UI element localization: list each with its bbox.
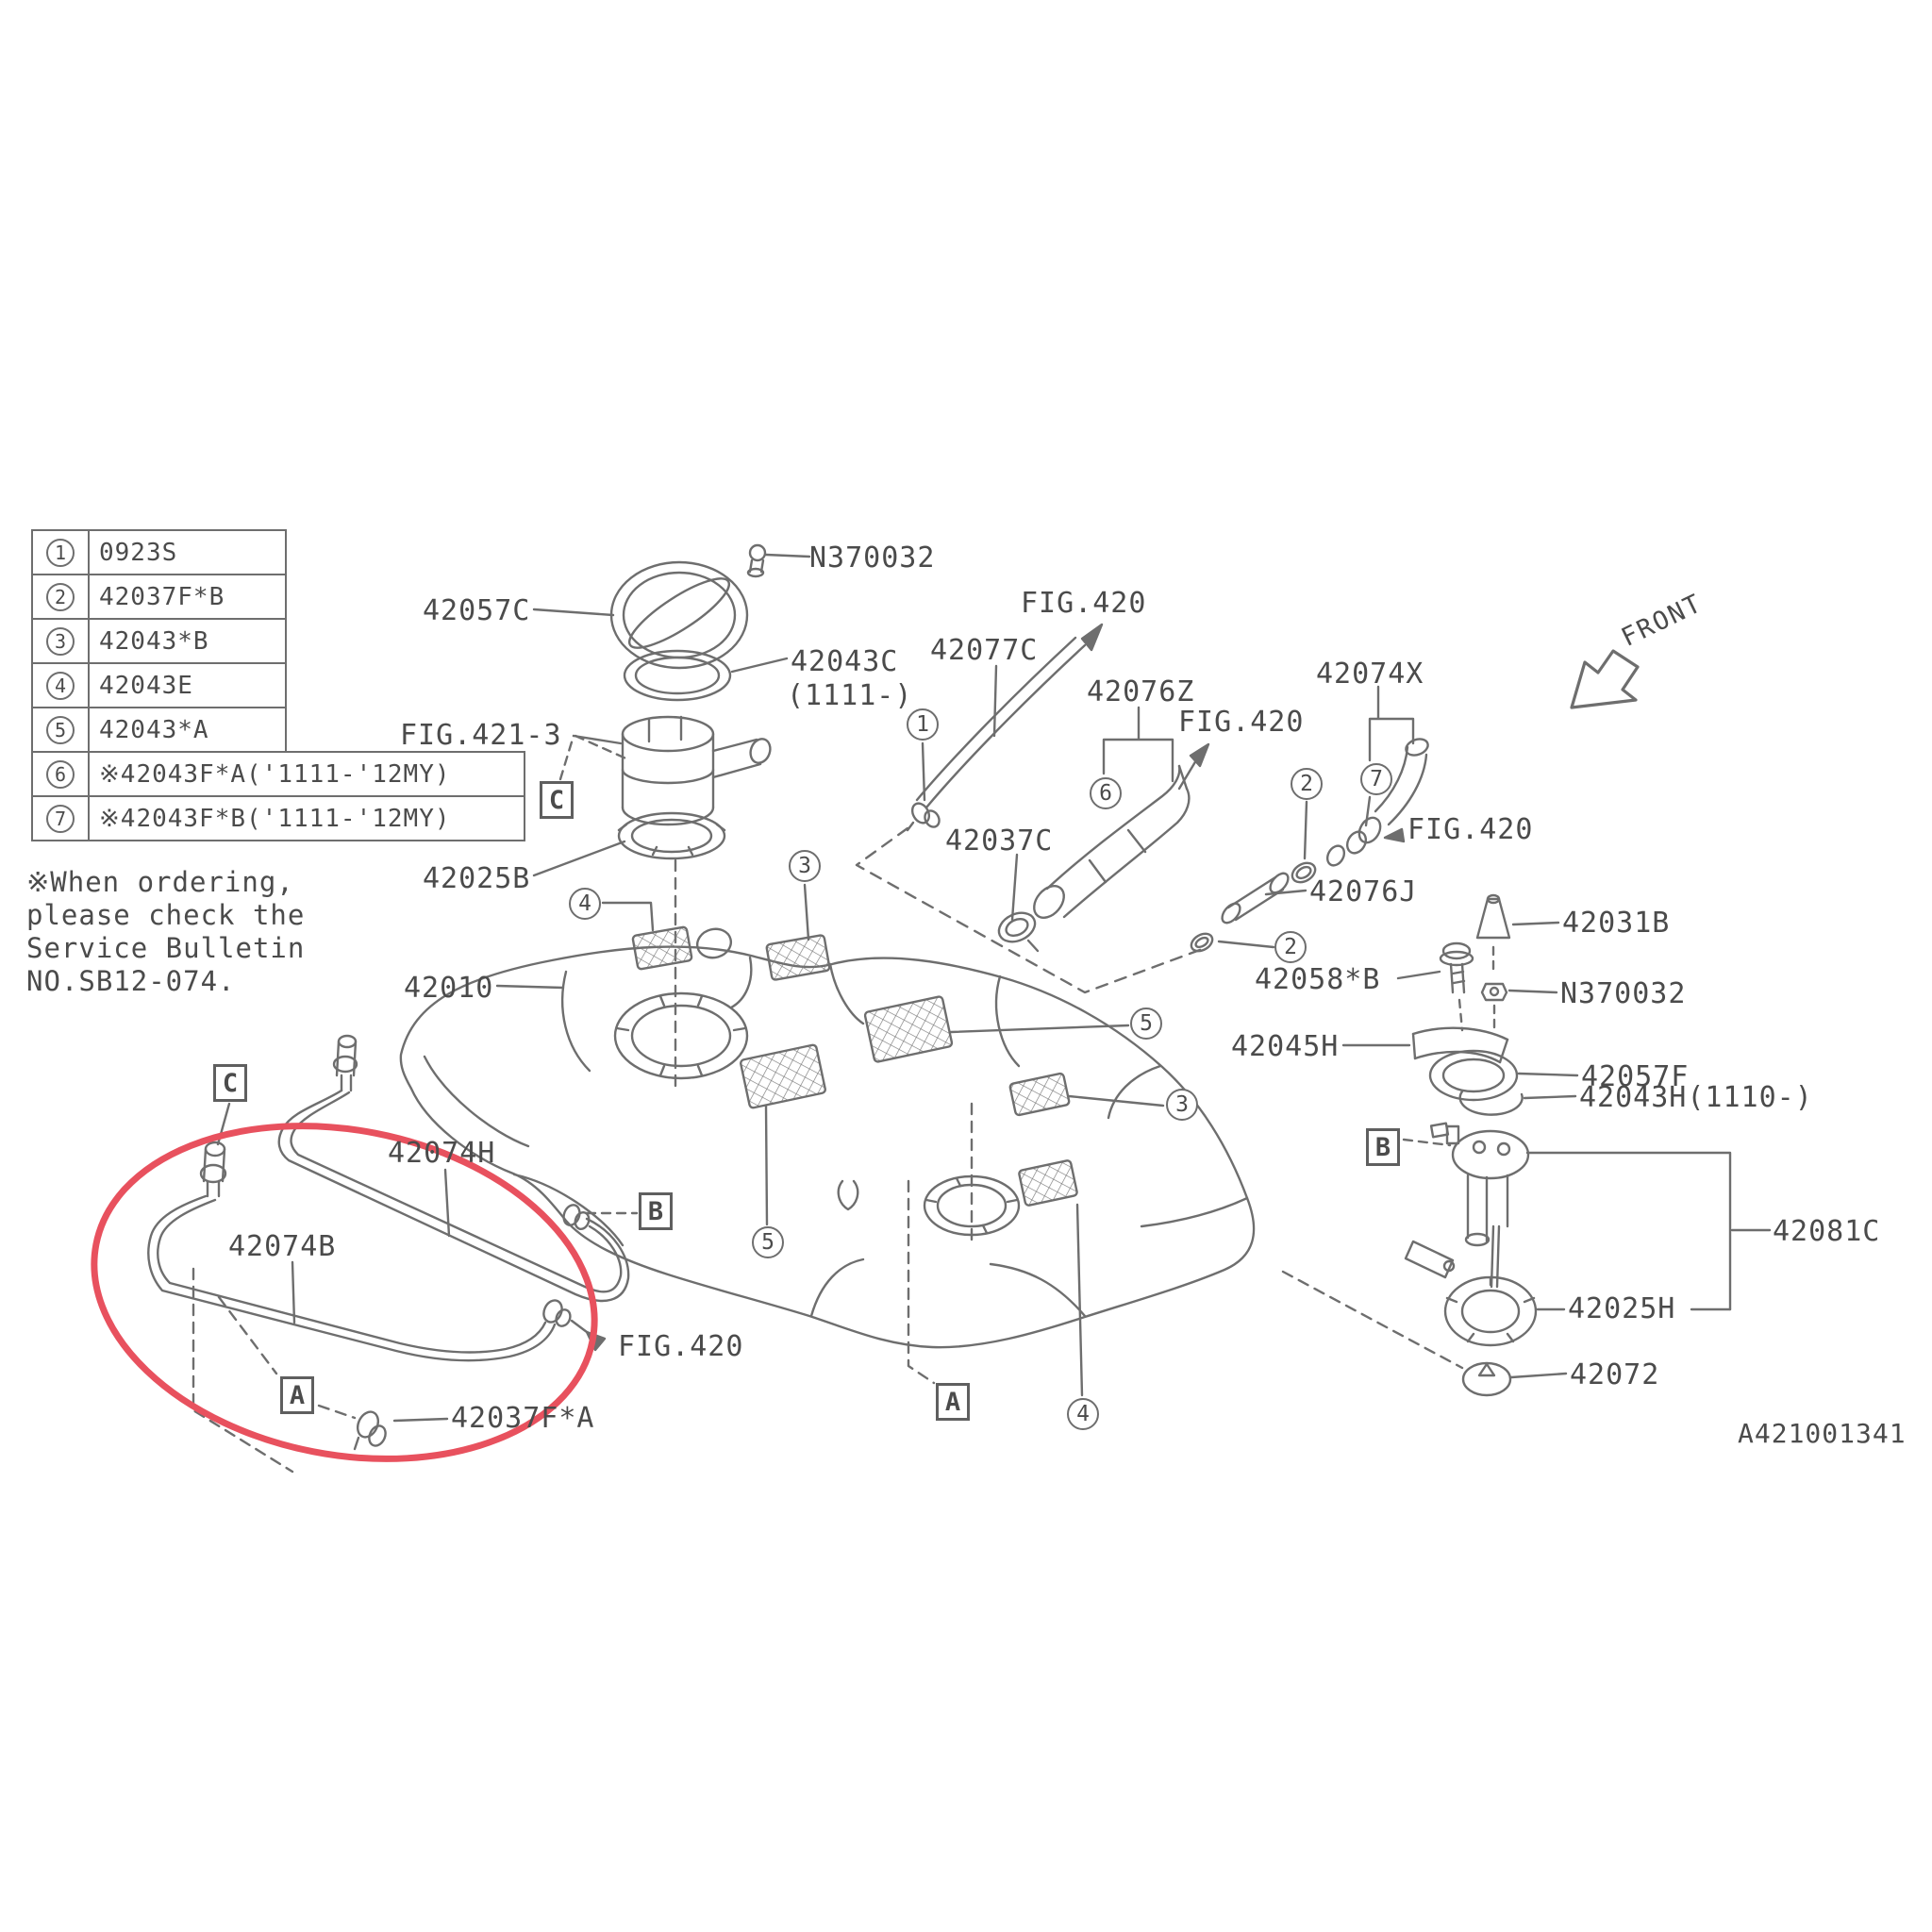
fig-ref-420-right: FIG.420: [1407, 813, 1534, 846]
legend-part-number: 42043*A: [99, 715, 209, 744]
part-label-42081c: 42081C: [1773, 1215, 1881, 1248]
legend-part-number: 42043*B: [99, 626, 209, 656]
ordering-note: ※When ordering, please check the Service…: [26, 866, 305, 998]
legend-item-number: 4: [46, 671, 75, 700]
part-label-42037fa: 42037F*A: [451, 1402, 595, 1435]
note-line: please check the: [26, 899, 306, 931]
fuel-tank-drawing: [399, 925, 1256, 1349]
part-label-n370032-top: N370032: [809, 541, 936, 575]
callout-circle-7: 7: [1360, 763, 1392, 795]
part-label-42077c: 42077C: [930, 634, 1039, 667]
legend-item-number: 5: [46, 715, 75, 744]
part-label-42057f: 42057F: [1581, 1060, 1690, 1093]
drawing-code: A421001341: [1738, 1418, 1907, 1449]
legend-row: 4 42043E: [31, 662, 287, 708]
routing-dashes: [855, 826, 1209, 1385]
legend-part-number: 42037F*B: [99, 582, 225, 611]
part-label-42074b: 42074B: [228, 1230, 337, 1263]
fig-ref-420-top: FIG.420: [1021, 587, 1147, 620]
sender-assembly-drawing: [1281, 893, 1772, 1397]
callout-circle-4: 4: [569, 888, 601, 920]
legend-part-number: 42043E: [99, 671, 193, 700]
part-label-42025b: 42025B: [423, 862, 531, 895]
legend-row: 3 42043*B: [31, 618, 287, 664]
callout-circle-2: 2: [1274, 931, 1307, 963]
part-label-42043h: 42043H(1110-): [1579, 1081, 1813, 1114]
legend-item-number: 3: [46, 626, 75, 656]
legend-table: 1 0923S 2 42037F*B 3 42043*B 4 42043E 5 …: [31, 529, 525, 841]
part-label-42045h: 42045H: [1231, 1030, 1340, 1063]
part-label-42058b: 42058*B: [1255, 963, 1381, 996]
part-label-42025h: 42025H: [1568, 1292, 1676, 1325]
fuel-line-drawing: [147, 1034, 639, 1474]
part-label-42076z: 42076Z: [1087, 675, 1195, 708]
fuel-pump-drawing: [216, 715, 772, 1146]
part-label-42043c-date: (1111-): [787, 679, 913, 712]
part-label-n370032-right: N370032: [1560, 977, 1687, 1010]
part-label-42057c: 42057C: [423, 594, 531, 627]
note-line: Service Bulletin: [26, 932, 306, 964]
view-box-b: B: [1366, 1128, 1400, 1166]
callout-circle-1: 1: [907, 708, 939, 741]
callout-circle-6: 6: [1090, 777, 1122, 809]
legend-row: 2 42037F*B: [31, 574, 287, 620]
highlight-ellipse: [91, 1123, 598, 1462]
callout-circle-2: 2: [1291, 768, 1323, 800]
view-box-a: A: [280, 1376, 314, 1414]
view-box-c: C: [213, 1064, 247, 1102]
view-box-b: B: [639, 1192, 673, 1230]
fig-ref-420-mid: FIG.420: [1178, 706, 1305, 739]
legend-part-number: 0923S: [99, 538, 178, 567]
fig-ref-421-3: FIG.421-3: [400, 719, 562, 752]
legend-item-number: 7: [46, 804, 75, 833]
circle-leaders: [601, 741, 1372, 1397]
view-box-c: C: [540, 781, 574, 819]
note-line: ※When ordering,: [26, 866, 294, 898]
callout-circle-4: 4: [1067, 1398, 1099, 1430]
part-label-42074h: 42074H: [388, 1137, 496, 1170]
part-label-42074x: 42074X: [1316, 658, 1424, 691]
part-label-42037c: 42037C: [945, 824, 1054, 858]
legend-row: 6 ※42043F*A('1111-'12MY): [31, 751, 525, 797]
note-line: NO.SB12-074.: [26, 965, 236, 997]
part-label-42072: 42072: [1570, 1358, 1660, 1391]
part-label-42010: 42010: [404, 972, 494, 1005]
legend-row: 7 ※42043F*B('1111-'12MY): [31, 795, 525, 841]
legend-item-number: 2: [46, 582, 75, 611]
legend-row: 5 42043*A: [31, 707, 287, 753]
callout-circle-3: 3: [789, 850, 821, 882]
fuel-cap-drawing: [532, 543, 811, 702]
vent-pipes-drawing: [906, 623, 1429, 953]
legend-item-number: 6: [46, 759, 75, 789]
fig-ref-420-bottom: FIG.420: [618, 1330, 744, 1363]
part-label-42043c: 42043C: [791, 645, 899, 678]
legend-item-number: 1: [46, 538, 75, 567]
legend-part-number: ※42043F*A('1111-'12MY): [99, 759, 451, 789]
legend-row: 1 0923S: [31, 529, 287, 575]
part-label-42076j: 42076J: [1309, 875, 1418, 908]
callout-circle-3: 3: [1166, 1089, 1198, 1121]
view-box-a: A: [936, 1383, 970, 1421]
legend-part-number: ※42043F*B('1111-'12MY): [99, 804, 451, 833]
callout-circle-5: 5: [752, 1226, 784, 1258]
callout-circle-5: 5: [1130, 1008, 1162, 1040]
part-label-42031b: 42031B: [1562, 907, 1671, 940]
front-arrow-icon: [1570, 649, 1640, 709]
